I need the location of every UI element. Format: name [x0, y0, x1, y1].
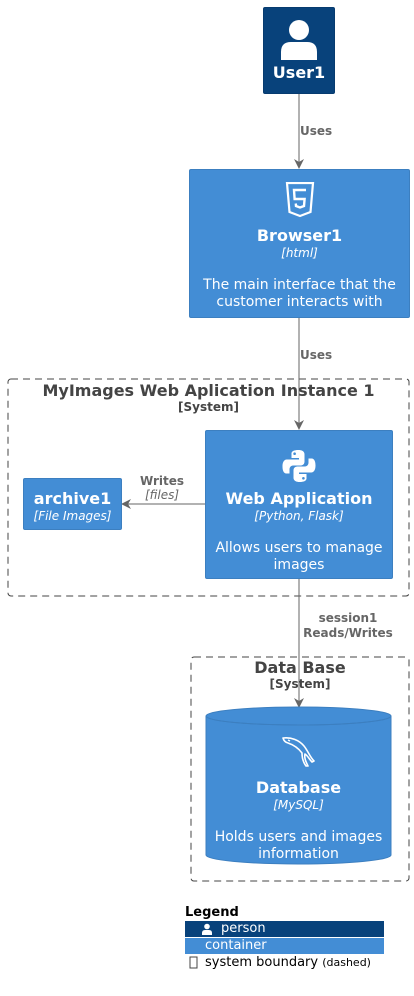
boundary-database-title: Data Base [254, 658, 346, 677]
legend-item-boundary: system boundary (dashed) [185, 955, 384, 971]
edge-label-browser-webapp: Uses [300, 348, 333, 362]
webapp-technology: [Python, Flask] [254, 509, 344, 523]
legend-label-container: container [205, 938, 267, 953]
user-person[interactable]: User1 [263, 7, 335, 94]
edge-label-webapp-archive: Writes [files] [139, 474, 185, 502]
legend-title: Legend [185, 905, 239, 920]
edge-label-webapp-database: session1 Reads/Writes [303, 611, 393, 640]
browser-description-line-2: customer interacts with [216, 294, 383, 310]
boundary-icon [189, 956, 198, 969]
database-description-line-2: information [258, 846, 339, 862]
boundary-database [190, 656, 410, 882]
webapp-description-line-1: Allows users to manage [215, 540, 383, 556]
browser-description-line-1: The main interface that the [203, 277, 396, 293]
python-icon [282, 450, 316, 482]
person-icon [281, 20, 317, 60]
webapp-description-line-2: images [273, 557, 325, 573]
edge-label-user-browser: Uses [300, 124, 333, 138]
webapp-container[interactable]: Web Application [Python, Flask] Allows u… [205, 430, 393, 579]
legend-label-boundary: system boundary [205, 955, 319, 970]
archive-technology: [File Images] [33, 509, 112, 523]
webapp-title: Web Application [225, 489, 373, 508]
boundary-mywebapp-type: [System] [178, 400, 239, 414]
user-title: User1 [272, 63, 326, 82]
html5-icon [285, 182, 314, 218]
database-content: Database [MySQL] Holds users and images … [206, 732, 391, 862]
browser-container[interactable]: Browser1 [html] The main interface that … [189, 169, 410, 318]
database-technology: [MySQL] [273, 798, 324, 812]
boundary-mywebapp-title: MyImages Web Aplication Instance 1 [42, 381, 375, 400]
legend-label-person: person [221, 921, 266, 936]
boundary-database-type: [System] [269, 677, 331, 691]
browser-title: Browser1 [256, 226, 343, 245]
boundary-mywebapp [7, 378, 410, 597]
archive-container[interactable]: archive1 [File Images] [23, 478, 122, 530]
legend-item-container: container [185, 938, 384, 954]
database-description-line-1: Holds users and images [214, 829, 383, 845]
database-cylinder[interactable] [205, 706, 392, 865]
mysql-dolphin-icon [281, 737, 315, 767]
person-icon [202, 923, 212, 935]
legend-note-boundary: (dashed) [322, 956, 371, 969]
legend-item-person: person [185, 921, 384, 937]
browser-technology: [html] [281, 246, 318, 260]
archive-title: archive1 [33, 489, 112, 508]
database-title: Database [255, 778, 342, 797]
